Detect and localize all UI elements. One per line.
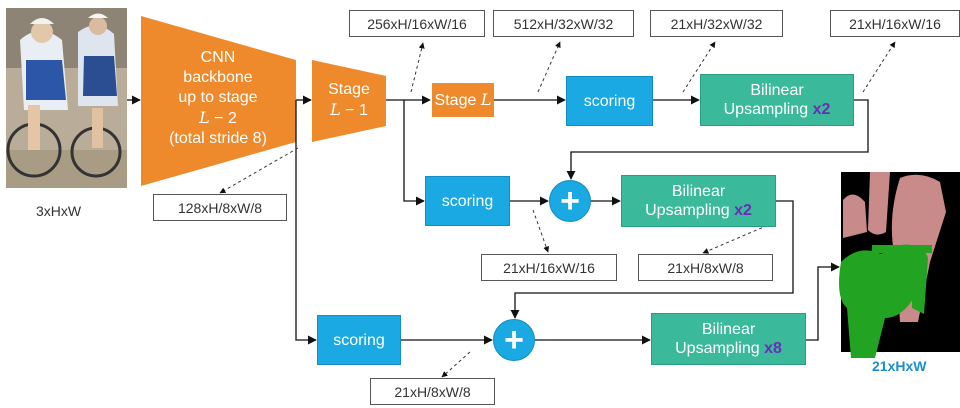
input-caption: 3xHxW <box>36 203 82 219</box>
backbone-var-rest: − 2 <box>209 110 237 127</box>
dim-label-backbone: 128xH/8xW/8 <box>153 194 287 221</box>
stage-l-minus-1-block <box>312 60 386 142</box>
bilinear-title: Bilinear <box>671 183 726 200</box>
stage-l-word: Stage <box>434 92 481 109</box>
stage-l-minus-1-word: Stage <box>328 81 370 98</box>
scoring-label: scoring <box>583 92 636 110</box>
dim-label-scoring-middle: 21xH/16xW/16 <box>481 254 617 281</box>
scoring-label: scoring <box>333 331 385 349</box>
dim-label-scoring-top: 21xH/32xW/32 <box>650 10 783 37</box>
stage-l-var: L <box>480 90 492 109</box>
bilinear-upsampling-x2-middle: Bilinear Upsampling x2 <box>621 175 776 227</box>
backbone-label: CNN backbone up to stage L − 2 (total st… <box>143 48 293 149</box>
dim-label-upsample-top: 21xH/16xW/16 <box>830 10 960 37</box>
backbone-line-3: up to stage <box>178 89 258 106</box>
backbone-line-2: backbone <box>183 69 253 86</box>
scoring-label: scoring <box>441 192 494 210</box>
upsample-factor: x8 <box>764 340 782 357</box>
upsample-factor: x2 <box>812 101 831 118</box>
scoring-block-middle: scoring <box>425 176 510 226</box>
backbone-line-4: L − 2 <box>143 108 293 129</box>
stage-l-minus-1-rest: − 1 <box>340 102 368 119</box>
bilinear-title: Bilinear <box>750 82 804 99</box>
stage-l-label: Stage L <box>432 90 494 111</box>
output-caption: 21xHxW <box>872 358 927 374</box>
scoring-block-bottom: scoring <box>317 315 401 365</box>
dim-label-stage-l: 512xH/32xW/32 <box>493 10 634 37</box>
sum-node-middle: + <box>549 180 591 222</box>
bilinear-upsampling-x8: Bilinear Upsampling x8 <box>651 313 806 365</box>
plus-icon: + <box>504 321 524 359</box>
stage-l-minus-1-var: L <box>330 100 341 119</box>
plus-icon: + <box>560 182 580 220</box>
bilinear-title: Bilinear <box>701 321 756 338</box>
bilinear-subtitle: Upsampling <box>645 202 730 219</box>
bilinear-subtitle: Upsampling <box>723 101 809 118</box>
upsample-factor: x2 <box>734 202 752 219</box>
bilinear-upsampling-x2-top: Bilinear Upsampling x2 <box>700 74 854 126</box>
scoring-block-top: scoring <box>566 76 653 126</box>
input-photo <box>6 8 127 188</box>
stage-l-minus-1-label: Stage L − 1 <box>312 80 386 121</box>
backbone-var: L <box>199 108 210 127</box>
dim-label-upsample-middle: 21xH/8xW/8 <box>638 254 773 281</box>
output-segmentation-map <box>839 172 960 358</box>
bilinear-subtitle: Upsampling <box>675 340 760 357</box>
dim-label-stage-l-minus-1: 256xH/16xW/16 <box>349 10 485 37</box>
backbone-block <box>141 16 296 186</box>
backbone-line-5: (total stride 8) <box>169 130 267 147</box>
dim-label-scoring-bottom: 21xH/8xW/8 <box>370 378 495 405</box>
backbone-line-1: CNN <box>200 49 236 66</box>
sum-node-bottom: + <box>493 319 535 361</box>
